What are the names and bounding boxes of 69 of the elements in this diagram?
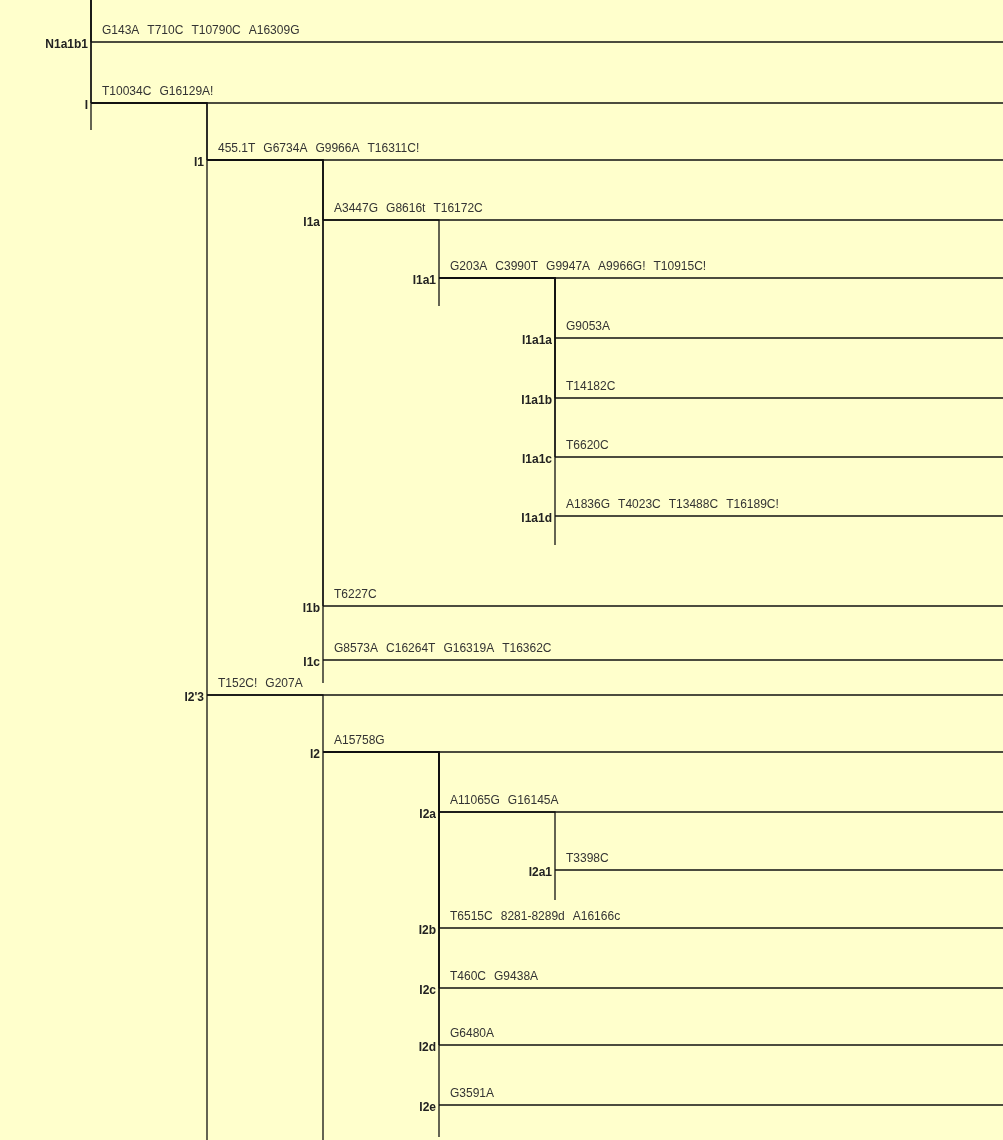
mutation-label: T152C! bbox=[218, 676, 258, 691]
haplogroup-label: I2'3 bbox=[184, 689, 207, 705]
haplogroup-label: I1a1b bbox=[521, 392, 555, 408]
mutation-label: C3990T bbox=[495, 259, 539, 274]
mutation-label: 8281-8289d bbox=[500, 909, 565, 924]
haplogroup-label: I1a bbox=[303, 214, 323, 230]
mutation-label: T10915C! bbox=[653, 259, 707, 274]
mutation-label: A15758G bbox=[334, 733, 385, 748]
haplogroup-label: I1a1a bbox=[521, 332, 555, 348]
haplogroup-label: I1b bbox=[302, 600, 323, 616]
mutation-label: G16129A! bbox=[159, 84, 214, 99]
tree-branch bbox=[206, 694, 324, 753]
mutation-label: 455.1T bbox=[218, 141, 256, 156]
haplogroup-label: I2e bbox=[419, 1099, 439, 1115]
mutation-label: G9053A bbox=[566, 319, 611, 334]
tree-branch bbox=[90, 102, 208, 696]
mutation-label: T6227C bbox=[334, 587, 377, 602]
mutation-label: A16309G bbox=[248, 23, 300, 38]
haplogroup-label: I1 bbox=[194, 154, 207, 170]
tree-branch bbox=[322, 219, 440, 279]
mutation-label: G6734A bbox=[263, 141, 308, 156]
tree-branch bbox=[90, 0, 92, 104]
haplogroup-label: I2c bbox=[419, 982, 439, 998]
haplogroup-label: I2d bbox=[418, 1039, 439, 1055]
mutation-label: G6480A bbox=[450, 1026, 495, 1041]
tree-branch bbox=[438, 811, 556, 871]
mutation-label: C16264T bbox=[386, 641, 436, 656]
mutation-label: G8573A bbox=[334, 641, 379, 656]
haplogroup-label: I2a bbox=[419, 806, 439, 822]
mutation-label: G16319A bbox=[443, 641, 495, 656]
mutation-label: A1836G bbox=[566, 497, 611, 512]
mutation-label: G3591A bbox=[450, 1086, 495, 1101]
mutation-label: T6515C bbox=[450, 909, 493, 924]
haplogroup-label: I1a1c bbox=[521, 451, 555, 467]
mutation-label: T16189C! bbox=[726, 497, 779, 512]
mutation-label: T16311C! bbox=[367, 141, 420, 156]
mutation-label: A16166c bbox=[572, 909, 621, 924]
mutation-label: G9947A bbox=[546, 259, 591, 274]
mutation-label: G143A bbox=[102, 23, 140, 38]
tree-branch bbox=[438, 277, 556, 517]
mutation-label: G8616t bbox=[386, 201, 426, 216]
mutation-label: G9966A bbox=[315, 141, 360, 156]
mutation-label: T4023C bbox=[618, 497, 661, 512]
mutation-label: A3447G bbox=[334, 201, 379, 216]
haplogroup-label: I1a1d bbox=[521, 510, 555, 526]
mutation-label: T6620C bbox=[566, 438, 609, 453]
haplogroup-label: I1a1 bbox=[412, 272, 439, 288]
haplogroup-label: I bbox=[84, 97, 91, 113]
mutation-label: T10790C bbox=[191, 23, 241, 38]
mutation-label: T14182C bbox=[566, 379, 616, 394]
haplogroup-label: I2 bbox=[310, 746, 323, 762]
haplogroup-label: I1c bbox=[303, 654, 323, 670]
mutation-label: T460C bbox=[450, 969, 487, 984]
haplogroup-label: I2b bbox=[418, 922, 439, 938]
mutation-label: T10034C bbox=[102, 84, 152, 99]
mutation-label: A11065G bbox=[450, 793, 500, 808]
mutation-label: T16362C bbox=[502, 641, 552, 656]
mutation-label: G207A bbox=[265, 676, 303, 691]
mutation-label: T16172C bbox=[433, 201, 483, 216]
mutation-label: G9438A bbox=[494, 969, 539, 984]
mutation-label: G16145A bbox=[507, 793, 559, 808]
mutation-label: T13488C bbox=[668, 497, 719, 512]
mutation-label: T3398C bbox=[566, 851, 609, 866]
mutation-label: G203A bbox=[450, 259, 488, 274]
tree-branch bbox=[322, 751, 440, 1106]
haplogroup-label: I2a1 bbox=[528, 864, 555, 880]
mutation-label: T710C bbox=[147, 23, 184, 38]
mutation-label: A9966G! bbox=[598, 259, 646, 274]
haplogroup-label: N1a1b1 bbox=[45, 36, 91, 52]
